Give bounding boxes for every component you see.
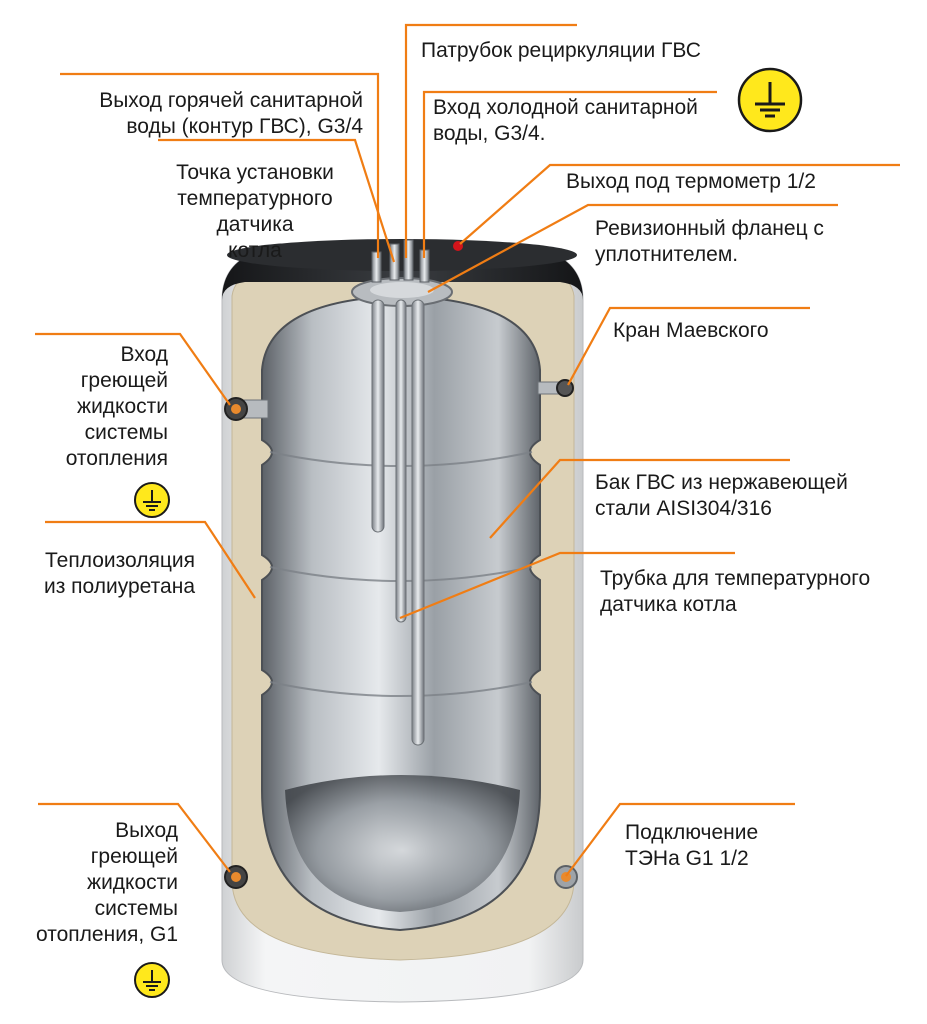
ground-symbol-icon xyxy=(737,67,803,133)
label-air-vent-valve: Кран Маевского xyxy=(613,319,769,342)
leader-recirc xyxy=(404,23,577,258)
label-sensor-tube: Трубка для температурного датчика котла xyxy=(600,567,871,616)
label-sensor-install-point: Точка установки температурного датчика к… xyxy=(176,161,334,262)
flange-inner xyxy=(370,282,434,298)
side-connections xyxy=(224,379,578,889)
label-thermometer-outlet: Выход под термометр 1/2 xyxy=(566,170,816,193)
leader-sensor-tube xyxy=(399,551,735,620)
tank-bottom xyxy=(285,775,520,912)
leader-cold-in xyxy=(422,90,717,258)
leader-sensor-point xyxy=(158,138,396,263)
label-hot-water-outlet: Выход горячей санитарной воды (контур ГВ… xyxy=(99,89,363,138)
leader-heater xyxy=(565,802,795,877)
label-cold-water-inlet: Вход холодной санитарной воды, G3/4. xyxy=(433,96,698,145)
leader-heating-out xyxy=(38,802,231,873)
leader-lines xyxy=(35,23,900,877)
lid-top-ellipse xyxy=(227,239,577,271)
ground-symbol-icon xyxy=(134,482,170,518)
label-heating-fluid-outlet: Выход греющей жидкости системы отопления… xyxy=(36,819,178,946)
leader-air-vent xyxy=(567,306,810,386)
ground-symbol-icon xyxy=(134,962,170,998)
leader-insulation xyxy=(45,520,256,599)
label-hot-water-tank: Бак ГВС из нержавеющей стали AISI304/316 xyxy=(595,471,848,520)
internal-tubes xyxy=(371,299,425,746)
leader-flange xyxy=(427,203,838,293)
label-revision-flange: Ревизионный фланец с уплотнителем. xyxy=(595,217,824,266)
leader-hot-out xyxy=(60,72,380,258)
leader-heating-in xyxy=(35,332,231,406)
leader-tank xyxy=(489,458,790,539)
label-heater-connection: Подключение ТЭНа G1 1/2 xyxy=(625,821,759,870)
boiler-body xyxy=(221,239,584,1003)
label-heating-fluid-inlet: Вход греющей жидкости системы отопления xyxy=(65,343,168,470)
label-polyurethane-insulation: Теплоизоляция из полиуретана xyxy=(43,549,195,598)
leader-thermometer xyxy=(459,163,900,245)
label-recirculation-pipe: Патрубок рециркуляции ГВС xyxy=(421,39,701,62)
